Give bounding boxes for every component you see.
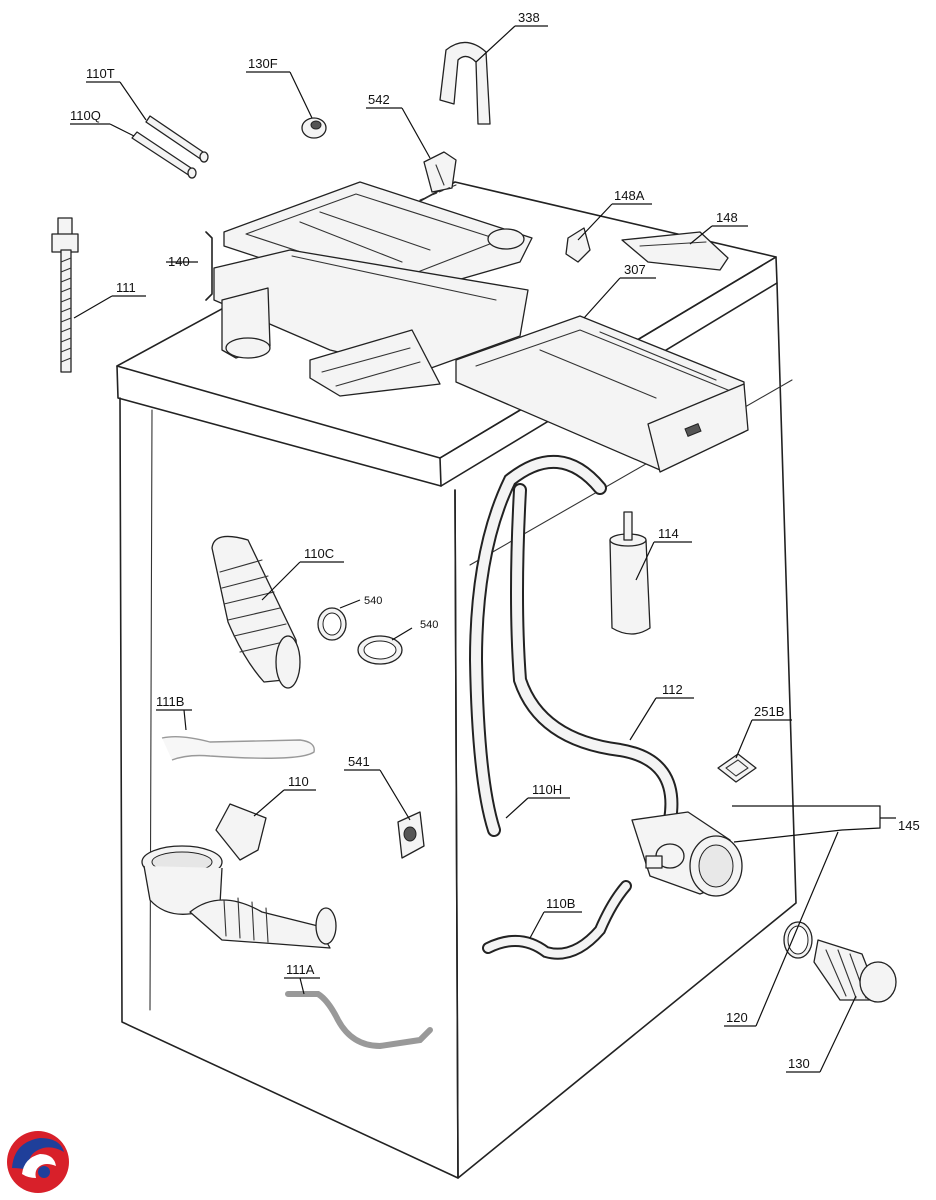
cap-130F: [301, 117, 327, 139]
callout-540-a: 540: [364, 595, 382, 607]
pressure-chamber-114: [609, 511, 651, 635]
callout-542: 542: [368, 92, 390, 107]
sump-hose-110: [141, 803, 337, 949]
hose-111B: [161, 735, 315, 761]
callout-120: 120: [726, 1010, 748, 1025]
clamp-540-b: [357, 635, 403, 665]
callout-labels: 338 110T 130F 110Q 542 148A 148 140 111 …: [70, 10, 920, 1071]
callout-110: 110: [288, 774, 309, 789]
drain-pump-145: [631, 811, 743, 897]
bracket-148: [621, 231, 729, 271]
callout-148A: 148A: [614, 188, 645, 203]
callout-112: 112: [662, 682, 683, 697]
callout-110B: 110B: [546, 896, 575, 911]
callout-111A: 111A: [286, 962, 315, 977]
callout-110Q: 110Q: [70, 108, 101, 123]
callout-541: 541: [348, 754, 370, 769]
dispenser-drawer: [455, 315, 749, 473]
callout-110T: 110T: [86, 66, 115, 81]
drain-hose-112: [468, 454, 679, 837]
pump-filter-130: [813, 939, 897, 1003]
clip-148A: [565, 227, 591, 263]
callout-307: 307: [624, 262, 646, 277]
callout-145: 145: [898, 818, 920, 833]
hose-hook: [439, 41, 491, 125]
callout-140: 140: [168, 254, 190, 269]
clamp-540-a: [317, 607, 347, 641]
callout-130F: 130F: [248, 56, 278, 71]
callout-111B: 111B: [156, 694, 184, 709]
filter-lid-251B: [717, 753, 757, 783]
dispenser-housing: [213, 181, 533, 397]
clip-542: [419, 151, 457, 201]
callout-110H: 110H: [532, 782, 562, 797]
brand-swirl-logo-icon: [7, 1131, 69, 1193]
callout-114: 114: [658, 526, 679, 541]
bracket-541: [397, 811, 425, 859]
callout-540-b: 540: [420, 619, 438, 631]
callout-130: 130: [788, 1056, 810, 1071]
bracket-140: [205, 231, 213, 301]
seal-ring-120: [783, 921, 813, 959]
callout-110C: 110C: [304, 546, 334, 561]
hose-111A: [285, 991, 433, 1050]
callout-251B: 251B: [754, 704, 784, 719]
bellows-110C: [211, 535, 301, 689]
dispenser-pins: [131, 115, 209, 179]
leader-lines: [70, 25, 896, 1073]
callout-338: 338: [518, 10, 540, 25]
callout-148: 148: [716, 210, 738, 225]
threaded-rod: [51, 217, 79, 373]
callout-111: 111: [116, 280, 136, 295]
